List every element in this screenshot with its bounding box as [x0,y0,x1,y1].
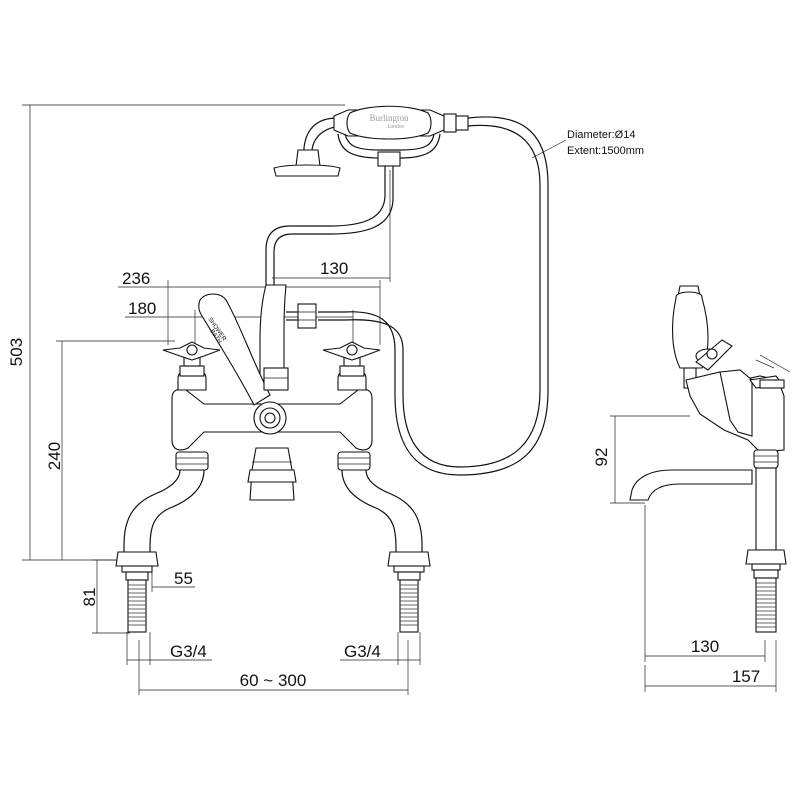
dim-width-236-label: 236 [122,269,150,288]
brand-sub: London [388,124,405,130]
dim-centres-label: 60 ~ 300 [240,671,307,690]
brand-name: Burlington [369,113,409,123]
dim-thread-right-label: G3/4 [344,642,381,661]
dim-tail-length: 81 [80,559,130,634]
left-leg [115,451,209,633]
side-spout [629,469,753,501]
dim-spout-height-label: 92 [592,448,611,467]
dim-tail-length-label: 81 [80,588,99,607]
hose-note: Diameter:Ø14 Extent:1500mm [567,129,644,157]
side-view: 92 130 157 [592,285,791,692]
right-valve [322,341,381,391]
handset: Burlington London [259,105,469,381]
dim-width-236: 236 [118,269,381,345]
side-body [685,354,791,453]
dim-spout-projection: 130 [644,505,766,662]
tap-body: SHOWER BATH [171,293,373,501]
dim-overall-height-label: 503 [7,338,26,366]
right-leg [337,451,431,633]
hose-extent: Extent:1500mm [567,145,644,157]
dim-overall-height: 503 [7,104,345,561]
side-handle [695,339,733,371]
side-leg [745,449,787,633]
dim-outlet-height: 240 [45,340,175,560]
front-view: 503 240 81 55 236 [7,104,644,695]
dim-centres: 60 ~ 300 [138,640,409,695]
left-valve [162,341,221,391]
dim-overall-depth-label: 157 [732,667,760,686]
dim-handset-offset-label: 130 [320,259,348,278]
dim-tail-offset: 55 [151,569,195,592]
dim-width-180-label: 180 [128,299,156,318]
dim-thread-left-label: G3/4 [170,642,207,661]
right-tail-thread [400,584,418,626]
dim-overall-depth: 157 [644,640,777,692]
dim-tail-offset-label: 55 [174,569,193,588]
dim-handset-offset: 130 [272,170,391,282]
left-tail-thread [128,584,146,626]
shower-hose [318,116,567,476]
dim-thread-left: G3/4 [126,632,212,665]
hose-diameter: Diameter:Ø14 [567,129,635,141]
dim-thread-right: G3/4 [340,632,421,665]
side-lever [672,285,709,389]
dim-width-180: 180 [125,299,354,345]
hose-outlet [286,303,317,329]
dim-outlet-height-label: 240 [45,442,64,470]
dim-spout-projection-label: 130 [691,637,719,656]
side-tail-thread [756,582,776,628]
dim-spout-height: 92 [592,415,690,504]
